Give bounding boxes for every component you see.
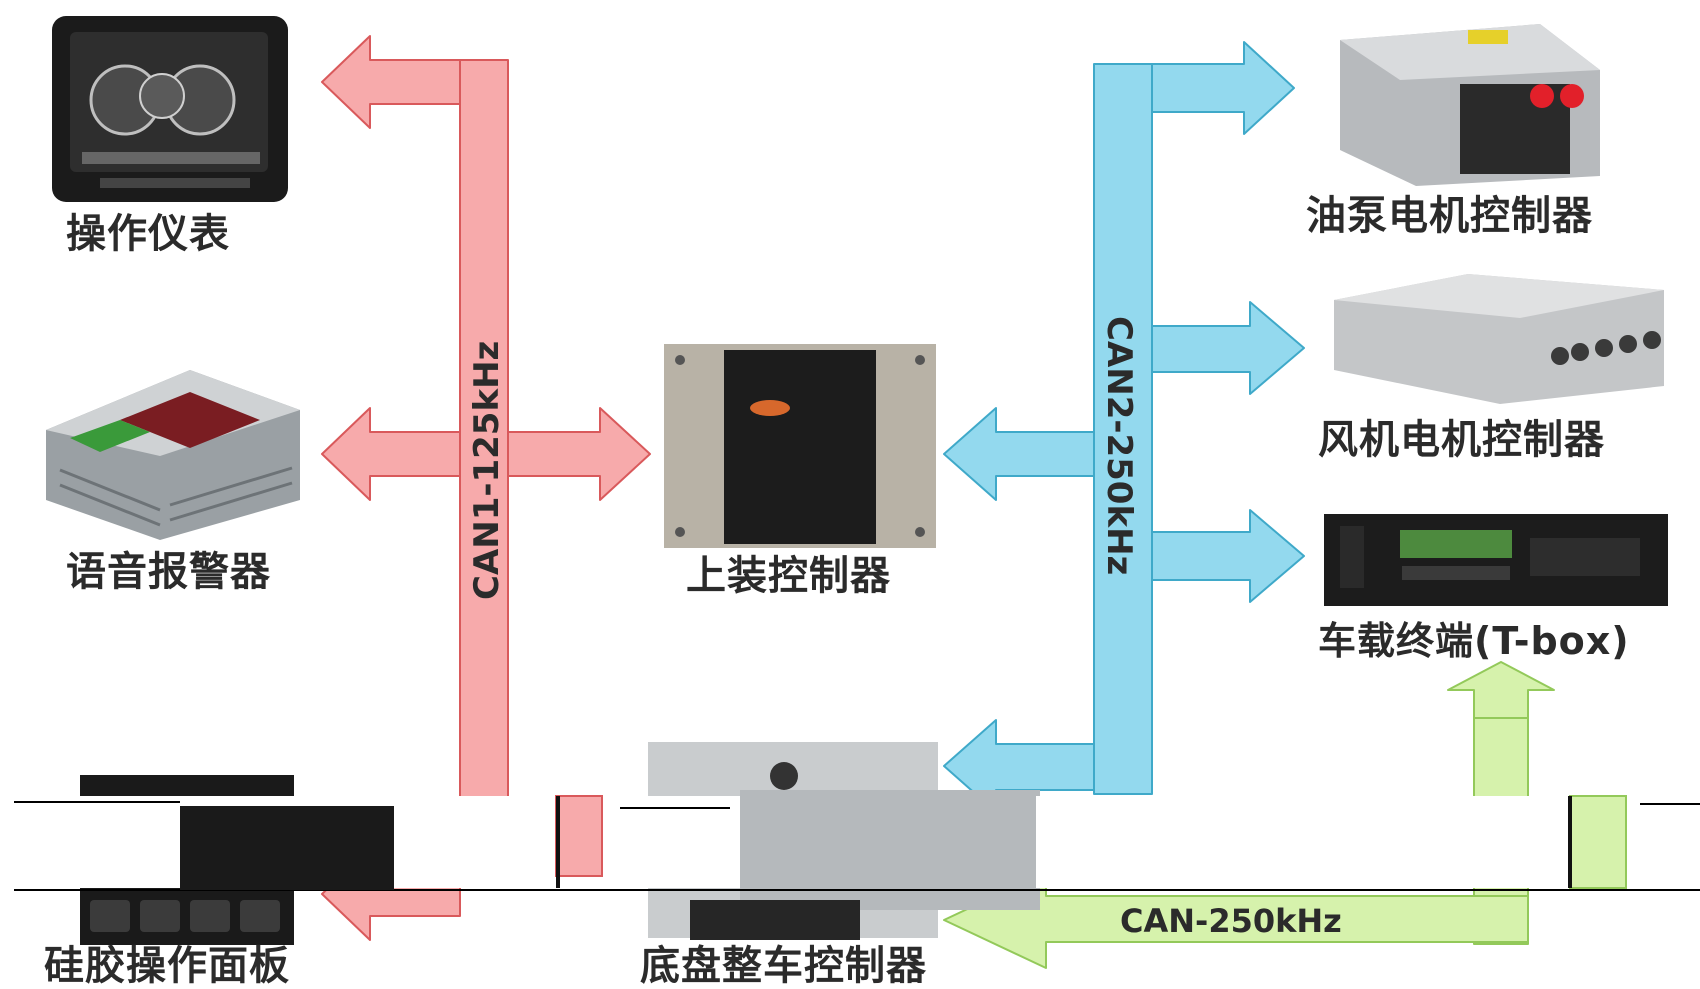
chassis-controller-label: 底盘整车控制器: [640, 943, 927, 989]
can1-trunk-partial: [555, 795, 603, 877]
upper-band-dark-line: [556, 796, 560, 888]
can-arrow-to-chassis: [943, 871, 1529, 969]
silicone-panel-partial: [180, 806, 394, 890]
chassis-controller-partial: [740, 796, 1036, 888]
fan-motor-controller-label: 风机电机控制器: [1318, 417, 1605, 463]
upper-controller-label: 上装控制器: [686, 553, 891, 599]
silicone-panel-label: 硅胶操作面板: [44, 943, 290, 989]
can2-bus-label: CAN2-250kHz: [1099, 316, 1139, 575]
vehicle-terminal-label: 车载终端(T-box): [1318, 619, 1630, 663]
voice-alarm-label: 语音报警器: [66, 549, 271, 595]
can2-arrow-upper-controller: [943, 407, 1095, 501]
dashboard-device-image: [52, 16, 288, 202]
vehicle-terminal-device-image: [1324, 514, 1668, 606]
can-green-partial: [1569, 795, 1627, 889]
oil-pump-motor-controller-label: 油泵电机控制器: [1306, 193, 1593, 239]
can1-arrow-voice-alarm: [321, 407, 461, 501]
can2-arrow-vehicle-terminal: [1151, 509, 1305, 603]
oil-pump-controller-device-image: [1340, 24, 1600, 186]
dashboard-label: 操作仪表: [66, 211, 230, 257]
upper-band-dark-line-2: [1568, 796, 1572, 888]
can1-trunk: [459, 59, 509, 869]
can-arrow-to-terminal: [1447, 661, 1555, 719]
can-bus-label: CAN-250kHz: [1120, 902, 1342, 940]
can2-arrow-chassis-controller: [943, 719, 1095, 813]
can1-arrow-dashboard: [321, 35, 461, 129]
upper-controller-device-image: [664, 344, 936, 548]
fan-motor-controller-device-image: [1334, 274, 1664, 404]
can-bus-group: [943, 661, 1555, 969]
can2-bus-group: [943, 41, 1305, 813]
can2-arrow-oil-pump: [1151, 41, 1295, 135]
can2-trunk: [1093, 63, 1153, 795]
can1-arrow-upper-controller: [507, 407, 651, 501]
can2-arrow-fan-motor: [1151, 301, 1305, 395]
can1-bus-label: CAN1-125kHz: [467, 341, 507, 600]
voice-alarm-device-image: [46, 370, 300, 540]
